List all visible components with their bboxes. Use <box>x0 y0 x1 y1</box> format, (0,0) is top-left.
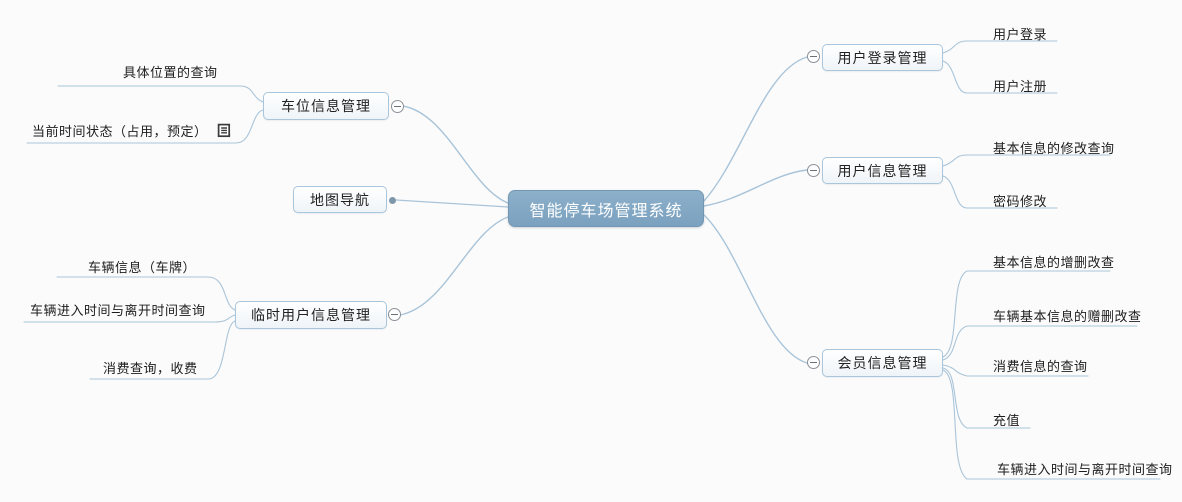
topic-temp-user-info[interactable]: 临时用户信息管理 <box>235 301 387 329</box>
leaf-current-time-status[interactable]: 当前时间状态（占用，预定） <box>32 121 231 140</box>
topic-user-info-mgmt[interactable]: 用户信息管理 <box>822 157 943 184</box>
topic-member-info-mgmt[interactable]: 会员信息管理 <box>822 349 943 377</box>
leaf-entry-exit-time-query-left[interactable]: 车辆进入时间与离开时间查询 <box>30 303 206 318</box>
collapse-button-user-info-mgmt[interactable] <box>807 164 820 177</box>
leaf-location-query[interactable]: 具体位置的查询 <box>123 65 218 80</box>
leaf-consumption-info-query[interactable]: 消费信息的查询 <box>993 359 1088 374</box>
leaf-basic-info-modify-query[interactable]: 基本信息的修改查询 <box>993 141 1115 156</box>
leaf-vehicle-info-plate[interactable]: 车辆信息（车牌） <box>88 260 197 275</box>
topic-user-login-mgmt[interactable]: 用户登录管理 <box>822 44 943 71</box>
leaf-user-register[interactable]: 用户注册 <box>993 79 1048 94</box>
topic-map-navigation[interactable]: 地图导航 <box>293 186 387 213</box>
leaf-vehicle-basic-info-crud[interactable]: 车辆基本信息的赠删改查 <box>993 309 1142 324</box>
leaf-recharge[interactable]: 充值 <box>993 413 1021 428</box>
topic-parking-space-info[interactable]: 车位信息管理 <box>263 92 389 120</box>
leaf-password-modify[interactable]: 密码修改 <box>993 194 1048 209</box>
leaf-basic-info-crud[interactable]: 基本信息的增删改查 <box>993 255 1115 270</box>
collapse-button-parking-space-info[interactable] <box>391 100 404 113</box>
collapse-button-temp-user-info[interactable] <box>388 308 401 321</box>
leaf-current-time-status-label: 当前时间状态（占用，预定） <box>32 124 208 139</box>
root-topic[interactable]: 智能停车场管理系统 <box>508 190 704 227</box>
notes-icon[interactable] <box>217 123 231 138</box>
collapse-button-member-info-mgmt[interactable] <box>807 356 820 369</box>
leaf-consumption-query-charge[interactable]: 消费查询，收费 <box>103 361 198 376</box>
leaf-user-login[interactable]: 用户登录 <box>993 27 1048 42</box>
connection-dot <box>389 197 396 204</box>
leaf-entry-exit-time-query-right[interactable]: 车辆进入时间与离开时间查询 <box>997 462 1173 477</box>
collapse-button-user-login-mgmt[interactable] <box>807 50 820 63</box>
